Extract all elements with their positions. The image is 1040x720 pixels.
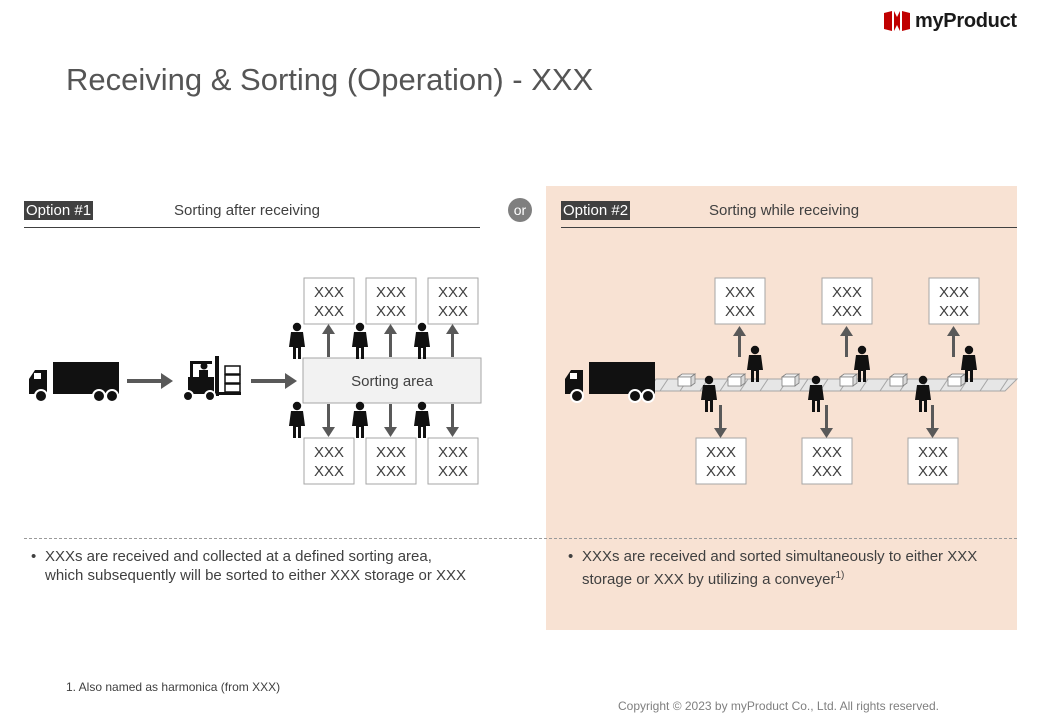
arrow-icon [322, 404, 459, 437]
destination-box: XXX XXX [695, 437, 747, 485]
svg-text:XXX: XXX [832, 284, 862, 301]
svg-text:XXX: XXX [918, 463, 948, 480]
option1-label: Option #1 [24, 201, 94, 220]
destination-box: XXX XXX [907, 437, 959, 485]
brand-logo: myProduct [884, 8, 1017, 34]
or-badge: or [508, 198, 532, 222]
option2-panel [546, 186, 1017, 630]
option2-label: Option #2 [561, 201, 631, 220]
destination-box: XXX XXX [303, 277, 355, 325]
section-divider [24, 538, 1017, 539]
option1-bullet-text: XXXs are received and collected at a def… [45, 548, 467, 584]
sorting-area-label: Sorting area [351, 373, 433, 390]
footnote-ref: 1) [835, 570, 845, 581]
svg-text:XXX: XXX [725, 284, 755, 301]
destination-box: XXX XXX [365, 277, 417, 325]
svg-text:XXX: XXX [438, 303, 468, 320]
svg-text:XXX: XXX [376, 284, 406, 301]
destination-box: XXX XXX [821, 277, 873, 325]
svg-text:XXX: XXX [376, 444, 406, 461]
arrow-icon [714, 326, 960, 438]
svg-text:XXX: XXX [812, 463, 842, 480]
svg-text:XXX: XXX [812, 444, 842, 461]
option2-bullet: • XXXs are received and sorted simultane… [568, 548, 978, 588]
arrow-icon [127, 373, 173, 389]
truck-icon [564, 361, 656, 403]
destination-box: XXX XXX [714, 277, 766, 325]
page-title: Receiving & Sorting (Operation) - XXX [66, 62, 594, 97]
svg-text:XXX: XXX [706, 444, 736, 461]
svg-text:XXX: XXX [376, 303, 406, 320]
destination-box: XXX XXX [928, 277, 980, 325]
svg-text:XXX: XXX [438, 284, 468, 301]
destination-box: XXX XXX [427, 277, 479, 325]
svg-text:XXX: XXX [314, 303, 344, 320]
destination-box: XXX XXX [801, 437, 853, 485]
destination-box: XXX XXX [365, 437, 417, 485]
svg-text:XXX: XXX [725, 303, 755, 320]
truck-icon [28, 361, 120, 403]
forklift-icon [182, 356, 241, 402]
svg-text:XXX: XXX [832, 303, 862, 320]
svg-text:XXX: XXX [314, 463, 344, 480]
brand-mark-icon [884, 11, 910, 31]
svg-text:XXX: XXX [314, 444, 344, 461]
svg-text:XXX: XXX [939, 284, 969, 301]
destination-box: XXX XXX [303, 437, 355, 485]
sorting-area: Sorting area [302, 357, 482, 404]
svg-text:XXX: XXX [706, 463, 736, 480]
option2-bullet-text: XXXs are received and sorted simultaneou… [582, 548, 978, 588]
svg-text:XXX: XXX [918, 444, 948, 461]
option1-subtitle: Sorting after receiving [174, 202, 320, 219]
footnote: 1. Also named as harmonica (from XXX) [66, 680, 281, 694]
option1-rule [24, 227, 480, 228]
copyright: Copyright © 2023 by myProduct Co., Ltd. … [618, 699, 939, 713]
svg-text:XXX: XXX [314, 284, 344, 301]
svg-text:XXX: XXX [939, 303, 969, 320]
svg-text:XXX: XXX [438, 463, 468, 480]
svg-text:XXX: XXX [376, 463, 406, 480]
option1-bullet: • XXXs are received and collected at a d… [31, 547, 471, 585]
arrow-icon [251, 373, 297, 389]
arrow-icon [322, 324, 459, 357]
destination-box: XXX XXX [427, 437, 479, 485]
svg-text:XXX: XXX [438, 444, 468, 461]
brand-name: myProduct [915, 9, 1017, 32]
option2-subtitle: Sorting while receiving [709, 202, 860, 219]
option2-rule [561, 227, 1017, 228]
